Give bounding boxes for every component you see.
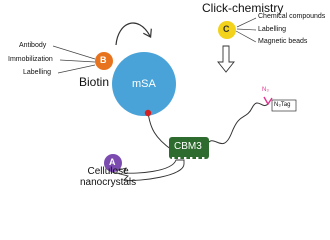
click-branch-line-1 <box>236 17 257 28</box>
azide-label: N₃ <box>262 87 269 93</box>
badge-b-circle <box>95 52 113 70</box>
tag-box <box>271 99 297 112</box>
click-app-chemical-compounds: Chemical compounds <box>258 13 326 20</box>
cbm3-tag-linker <box>205 102 269 147</box>
biotin-branch-line-1 <box>52 45 96 60</box>
msa-linker <box>147 111 173 151</box>
linker-dot <box>144 109 152 117</box>
msa-label: mSA <box>132 78 156 90</box>
biotin-to-msa-arrow <box>115 22 150 46</box>
cbm3-block <box>169 137 209 159</box>
cbm3-label: CBM3 <box>174 141 202 152</box>
cbm3-to-cellulose-arrow <box>110 159 185 181</box>
badge-c-letter: C <box>223 24 230 34</box>
badge-b-letter: B <box>100 55 107 65</box>
biotin-app-immobilization: Immobilization <box>8 56 53 63</box>
cellulose-label: Cellulose nanocrystals <box>80 166 137 188</box>
badge-a-letter: A <box>109 157 116 167</box>
biotin-label: Biotin <box>79 75 110 89</box>
click-down-arrow <box>217 45 235 73</box>
tag-label: N₃Tag <box>274 102 291 108</box>
badge-a-circle <box>104 154 122 172</box>
diagram-canvas: Click-chemistry Chemical compounds Label… <box>8 1 326 188</box>
cbm3-teeth <box>172 157 205 159</box>
click-branch-line-3 <box>235 30 257 43</box>
biotin-app-labelling: Labelling <box>23 69 52 76</box>
msa-circle <box>112 52 176 116</box>
click-app-labelling: Labelling <box>258 26 287 33</box>
biotin-branch-line-2 <box>59 59 96 63</box>
click-branch-line-2 <box>236 28 257 31</box>
click-chemistry-title: Click-chemistry <box>202 1 284 15</box>
click-app-magnetic-beads: Magnetic beads <box>258 38 308 45</box>
biotin-app-antibody: Antibody <box>19 42 47 49</box>
badge-c-circle <box>218 21 236 39</box>
azide-mark <box>263 96 273 106</box>
biotin-branch-line-3 <box>57 64 96 74</box>
diagram-svg <box>52 17 297 181</box>
